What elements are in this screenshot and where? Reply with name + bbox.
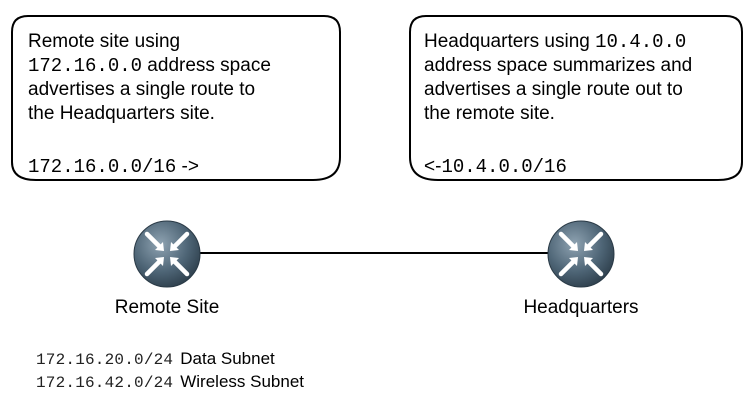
headquarters-label: Headquarters (523, 297, 639, 318)
subnet-list: 172.16.20.0/24 Data Subnet 172.16.42.0/24… (36, 348, 304, 394)
wan-link-line (200, 252, 576, 254)
subnet-name: Wireless Subnet (180, 372, 305, 391)
remote-site-label: Remote Site (114, 297, 220, 318)
remote-route-prefix: 172.16.0.0/16 (28, 156, 177, 178)
left-arrow-text: <- (424, 156, 442, 177)
remote-callout-line1: Remote site using (28, 31, 181, 52)
hq-callout-text: Headquarters using 10.4.0.0 address spac… (424, 30, 746, 126)
hq-callout-border (409, 15, 743, 181)
subnet-prefix: 172.16.20.0/24 (36, 351, 174, 369)
remote-router-icon (133, 220, 201, 288)
hq-callout-line3: advertises a single route out to (424, 79, 683, 100)
subnet-row: 172.16.42.0/24 Wireless Subnet (36, 371, 304, 394)
hq-advertised-route: <-10.4.0.0/16 (424, 155, 567, 179)
hq-callout-line4: the remote site. (424, 103, 555, 124)
remote-site-callout: Remote site using 172.16.0.0 address spa… (8, 12, 344, 187)
hq-callout-line1: Headquarters using (424, 31, 596, 52)
headquarters-router-icon (547, 220, 615, 288)
remote-callout-text: Remote site using 172.16.0.0 address spa… (28, 30, 338, 126)
right-arrow-text: -> (176, 156, 199, 177)
remote-address-space: 172.16.0.0 (28, 55, 143, 77)
subnet-row: 172.16.20.0/24 Data Subnet (36, 348, 304, 371)
remote-callout-line2: address space (142, 55, 271, 76)
subnet-prefix: 172.16.42.0/24 (36, 374, 174, 392)
headquarters-callout: Headquarters using 10.4.0.0 address spac… (406, 12, 748, 187)
hq-address-space: 10.4.0.0 (595, 31, 687, 53)
subnet-name: Data Subnet (180, 349, 275, 368)
hq-route-prefix: 10.4.0.0/16 (441, 156, 567, 178)
remote-advertised-route: 172.16.0.0/16 -> (28, 155, 199, 179)
hq-callout-line2: address space summarizes and (424, 55, 693, 76)
remote-callout-line4: the Headquarters site. (28, 103, 215, 124)
remote-callout-line3: advertises a single route to (28, 79, 256, 100)
remote-callout-border (11, 15, 341, 181)
